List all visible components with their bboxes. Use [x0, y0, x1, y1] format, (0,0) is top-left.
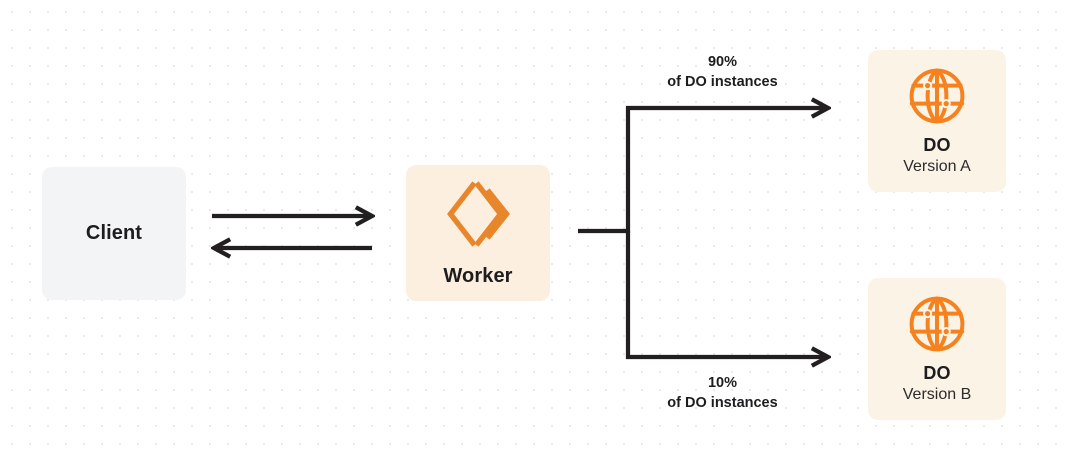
node-do-version-a[interactable]: DO Version A: [868, 50, 1006, 192]
edge-label-do-a: 90% of DO instances: [615, 52, 830, 92]
edge-worker-to-do-b: [625, 231, 828, 357]
edge-label-do-b-percent: 10%: [707, 375, 738, 391]
edge-label-do-b-description: of DO instances: [667, 395, 778, 411]
edge-worker-to-do-a: [578, 108, 828, 234]
node-do-a-label: DO: [923, 134, 951, 155]
node-client-label: Client: [85, 222, 143, 244]
node-do-b-label: DO: [923, 362, 951, 383]
node-do-b-sublabel: Version B: [902, 385, 972, 403]
node-client[interactable]: Client: [42, 167, 186, 300]
edge-label-do-a-description: of DO instances: [667, 74, 778, 90]
node-do-version-b[interactable]: DO Version B: [868, 278, 1006, 420]
globe-icon: [908, 295, 966, 353]
edge-label-do-b: 10% of DO instances: [615, 373, 830, 413]
globe-icon: [908, 67, 966, 125]
cloudflare-workers-logo-icon: [444, 179, 512, 249]
edge-label-do-a-percent: 90%: [707, 54, 738, 70]
node-do-a-sublabel: Version A: [903, 157, 971, 175]
node-worker[interactable]: Worker: [406, 165, 550, 301]
node-worker-label: Worker: [443, 264, 513, 287]
